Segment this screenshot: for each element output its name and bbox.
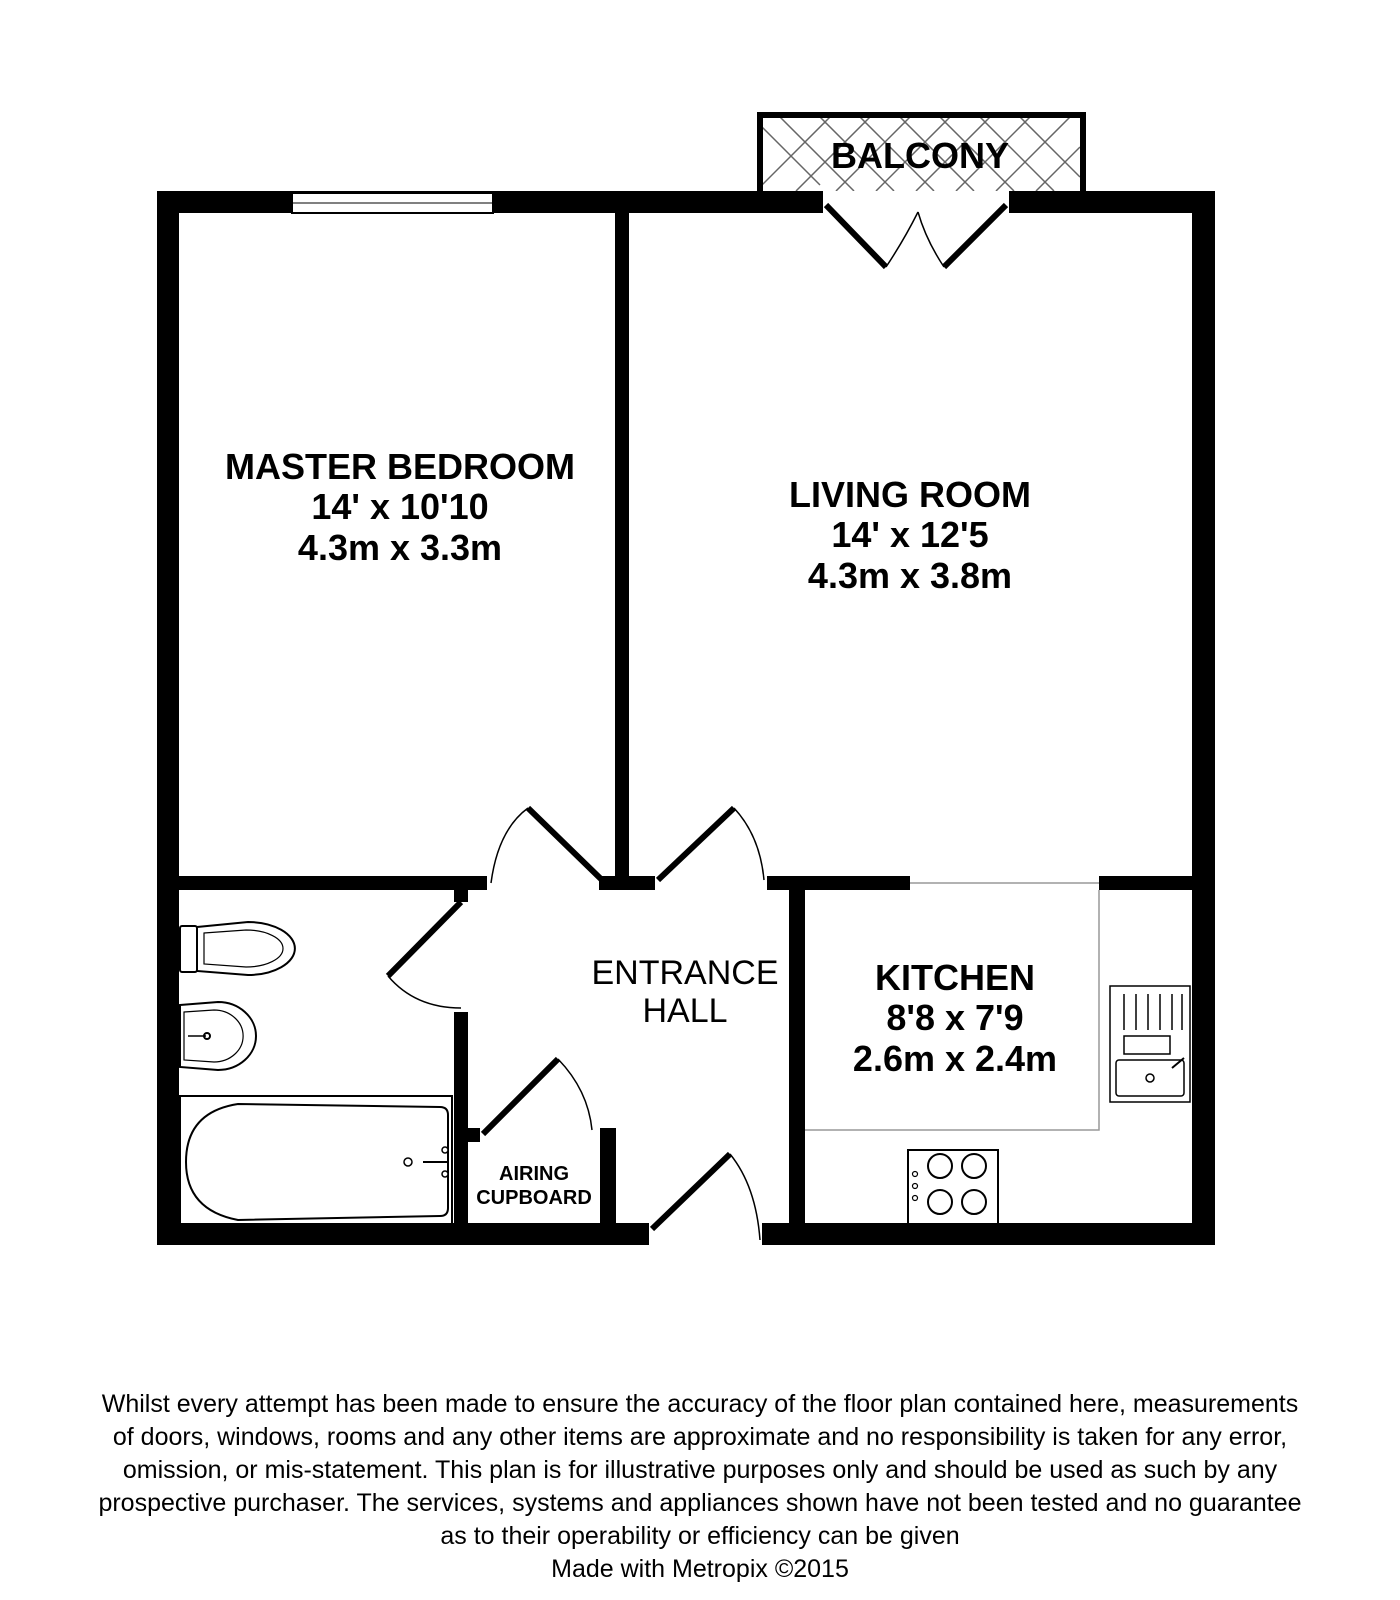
disclaimer-line: Whilst every attempt has been made to en… — [101, 1390, 1299, 1418]
kitchen-name: KITCHEN — [875, 957, 1035, 998]
bedroom-door — [490, 805, 605, 884]
balcony-doors — [823, 202, 1009, 270]
outer-walls — [157, 191, 1215, 1245]
credit-line: Made with Metropix ©2015 — [551, 1555, 849, 1583]
disclaimer-line: prospective purchaser. The services, sys… — [98, 1489, 1302, 1517]
living-room-metric: 4.3m x 3.8m — [807, 554, 1013, 596]
disclaimer-line: of doors, windows, rooms and any other i… — [112, 1423, 1288, 1451]
master-bedroom-imperial: 14' x 10'10 — [311, 486, 489, 528]
airing-cupboard-label: AIRING CUPBOARD — [468, 1162, 600, 1210]
master-bedroom-label: MASTER BEDROOM 14' x 10'10 4.3m x 3.3m — [190, 446, 610, 568]
kitchen-metric: 2.6m x 2.4m — [852, 1037, 1058, 1079]
airing-cupboard-line1: AIRING — [499, 1163, 569, 1185]
front-door — [649, 1151, 761, 1241]
sink-icon — [1109, 985, 1191, 1103]
living-room-label: LIVING ROOM 14' x 12'5 4.3m x 3.8m — [700, 474, 1120, 596]
kitchen-label: KITCHEN 8'8 x 7'9 2.6m x 2.4m — [805, 957, 1105, 1079]
living-room-name: LIVING ROOM — [789, 474, 1031, 515]
master-bedroom-metric: 4.3m x 3.3m — [297, 526, 503, 568]
disclaimer: Whilst every attempt has been made to en… — [0, 1388, 1400, 1586]
disclaimer-line: omission, or mis-statement. This plan is… — [122, 1456, 1278, 1484]
airing-cupboard-line2: CUPBOARD — [476, 1187, 592, 1209]
entrance-hall-label: ENTRANCE HALL — [580, 954, 790, 1030]
kitchen-counter — [805, 890, 1100, 1131]
living-room-door — [655, 805, 765, 883]
entrance-hall-line2: HALL — [642, 992, 728, 1031]
toilet-icon — [179, 920, 296, 977]
entrance-hall-line1: ENTRANCE — [591, 954, 779, 992]
kitchen-imperial: 8'8 x 7'9 — [886, 997, 1024, 1039]
master-bedroom-name: MASTER BEDROOM — [225, 446, 575, 487]
balcony-label: BALCONY — [831, 135, 1009, 176]
living-room-imperial: 14' x 12'5 — [831, 514, 989, 556]
balcony — [757, 112, 1086, 191]
basin-icon — [179, 1000, 257, 1072]
bathroom-door — [385, 899, 464, 1009]
hob-icon — [907, 1149, 999, 1225]
bedroom-window — [291, 192, 494, 214]
bath-icon — [179, 1095, 453, 1225]
disclaimer-line: as to their operability or efficiency ca… — [440, 1522, 960, 1550]
interior-walls — [179, 211, 1192, 1225]
floor-plan — [157, 112, 1215, 1245]
airing-cupboard-door — [480, 1056, 593, 1137]
